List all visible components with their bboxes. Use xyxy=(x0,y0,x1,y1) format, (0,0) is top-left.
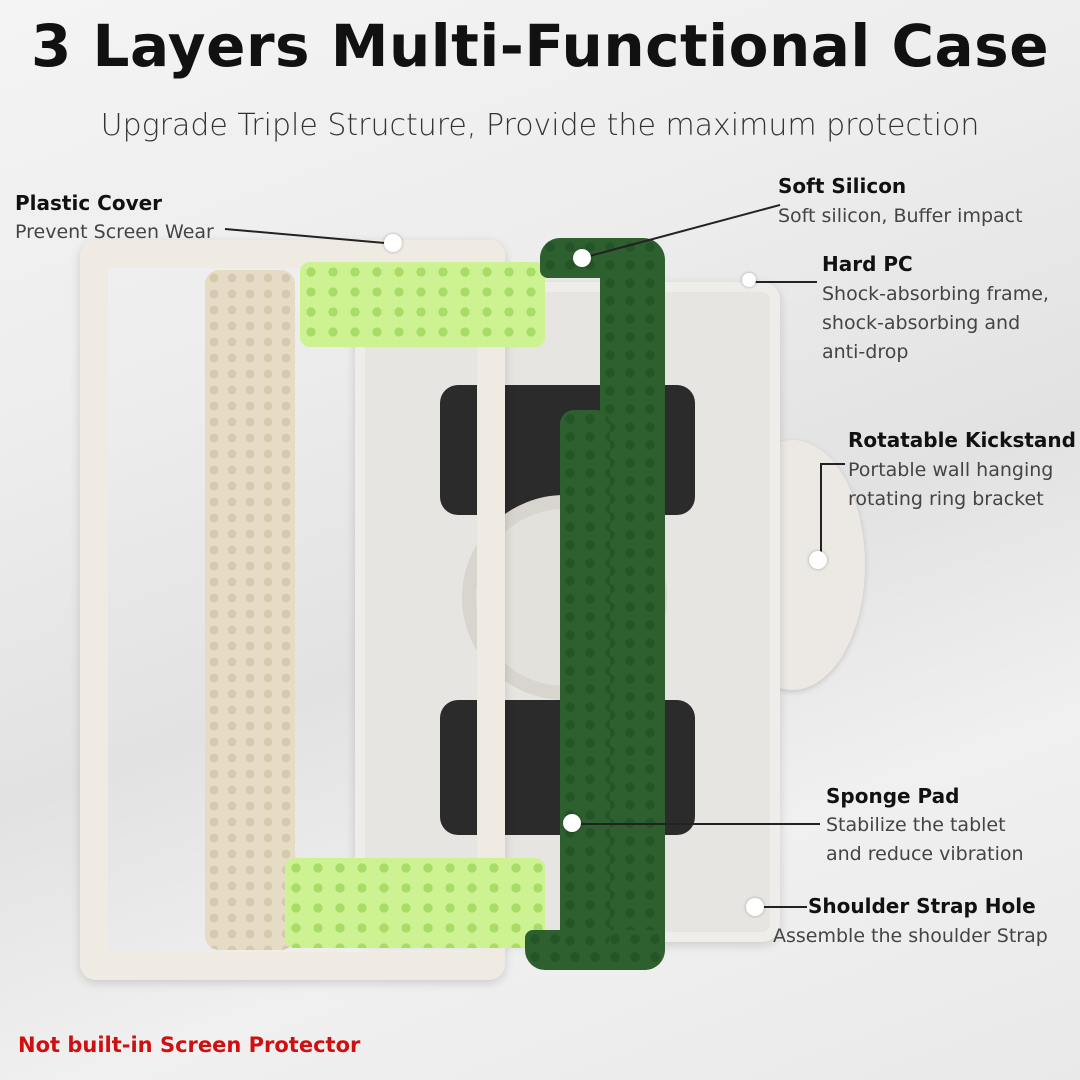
page-subtitle: Upgrade Triple Structure, Provide the ma… xyxy=(100,108,980,143)
plastic-cover-dot xyxy=(384,234,402,252)
strap-hole-label: Shoulder Strap Hole xyxy=(808,894,1036,918)
page-title: 3 Layers Multi-Functional Case xyxy=(30,12,1050,80)
lime-bumper-bottom xyxy=(285,858,545,948)
hard-pc-desc-line: shock-absorbing and xyxy=(822,312,1021,334)
silicon-green-bar xyxy=(600,238,665,970)
sponge-pad-label: Sponge Pad xyxy=(826,784,960,808)
strap-hole-desc: Assemble the shoulder Strap xyxy=(773,925,1048,947)
sponge-pad-desc-line: and reduce vibration xyxy=(826,843,1024,865)
plastic-cover-desc: Prevent Screen Wear xyxy=(15,221,214,243)
kickstand-leader-v xyxy=(820,463,822,553)
plastic-cover-frame xyxy=(80,240,505,980)
hard-pc-dot xyxy=(742,273,756,287)
strap-hole-leader xyxy=(757,906,807,908)
hard-pc-desc-line: Shock-absorbing frame, xyxy=(822,283,1049,305)
inner-honeycomb-frame xyxy=(205,270,295,950)
hard-pc-label: Hard PC xyxy=(822,252,913,276)
kickstand-label: Rotatable Kickstand xyxy=(848,428,1076,452)
soft-silicon-label: Soft Silicon xyxy=(778,174,907,198)
sponge-pad-desc: Stabilize the tablet and reduce vibratio… xyxy=(826,811,1024,869)
sponge-pad-dot xyxy=(563,814,581,832)
screen-protector-notice: Not built-in Screen Protector xyxy=(18,1033,361,1057)
kickstand-desc-line: Portable wall hanging xyxy=(848,459,1054,481)
soft-silicon-dot xyxy=(573,249,591,267)
kickstand-desc: Portable wall hanging rotating ring brac… xyxy=(848,456,1053,514)
soft-silicon-desc: Soft silicon, Buffer impact xyxy=(778,205,1023,227)
plastic-cover-label: Plastic Cover xyxy=(15,191,163,215)
lime-bumper-top xyxy=(300,262,545,347)
kickstand-leader-h xyxy=(820,463,845,465)
silicon-green-top xyxy=(540,238,660,278)
sponge-pad-desc-line: Stabilize the tablet xyxy=(826,814,1006,836)
hard-pc-desc: Shock-absorbing frame, shock-absorbing a… xyxy=(822,280,1049,367)
silicon-green-mid xyxy=(560,410,610,950)
hard-pc-desc-line: anti-drop xyxy=(822,341,909,363)
kickstand-desc-line: rotating ring bracket xyxy=(848,488,1044,510)
strap-hole-dot xyxy=(746,898,764,916)
kickstand-dot xyxy=(809,551,827,569)
sponge-pad-leader xyxy=(575,823,820,825)
hard-pc-leader xyxy=(752,281,817,283)
